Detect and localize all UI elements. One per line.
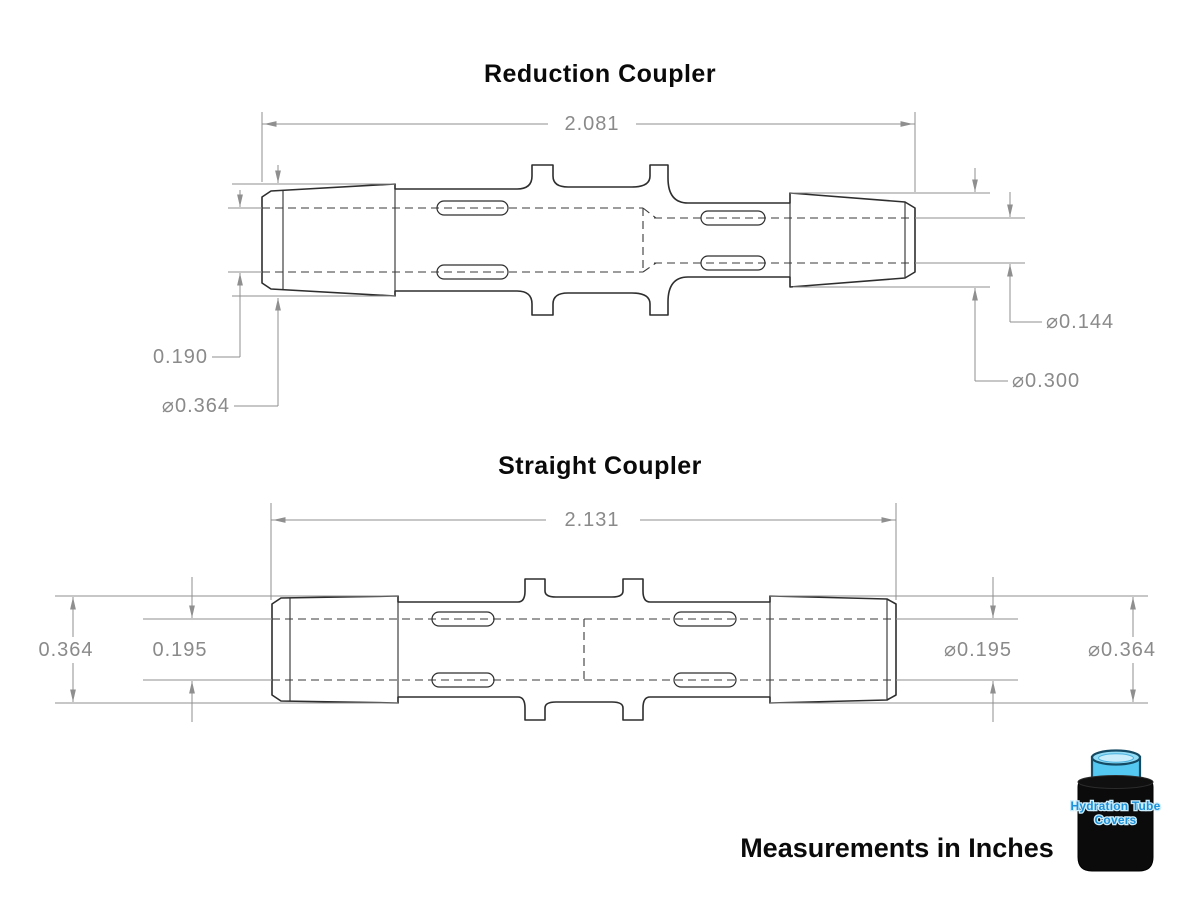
- reduction-overall-length-value: 2.081: [564, 113, 619, 135]
- reduction-left-dimensions: 0.190 ⌀0.364: [153, 165, 395, 417]
- reduction-left-outer-diameter-value: ⌀0.364: [162, 395, 230, 417]
- straight-right-outer-diameter-value: ⌀0.364: [1088, 639, 1156, 661]
- reduction-right-inner-diameter-value: ⌀0.144: [1046, 311, 1114, 333]
- straight-right-inner-diameter-value: ⌀0.195: [944, 639, 1012, 661]
- straight-overall-length-value: 2.131: [564, 509, 619, 531]
- straight-bore-hidden-lines: [272, 618, 896, 681]
- reduction-coupler-body: [261, 164, 916, 316]
- reduction-coupler-drawing: Reduction Coupler: [153, 60, 1114, 417]
- straight-coupler-body: [271, 578, 897, 721]
- logo-text-line2: Covers: [1095, 813, 1137, 827]
- reduction-coupler-outline: [261, 164, 916, 316]
- tube-cover-graphic: [1077, 775, 1154, 872]
- straight-right-dimensions: ⌀0.195 ⌀0.364: [770, 577, 1156, 722]
- reduction-bore-hidden-lines: [262, 207, 915, 273]
- reduction-right-dimensions: ⌀0.300 ⌀0.144: [790, 168, 1114, 392]
- reduction-barb-slots: [436, 200, 766, 280]
- brand-logo: Hydration Tube Covers: [1069, 749, 1162, 872]
- reduction-coupler-title: Reduction Coupler: [484, 60, 716, 88]
- straight-left-outer-diameter-value: 0.364: [38, 639, 93, 661]
- measurements-note: Measurements in Inches: [740, 833, 1054, 863]
- straight-coupler-title: Straight Coupler: [498, 452, 702, 480]
- straight-left-dimensions: 0.364 0.195: [38, 577, 398, 722]
- straight-coupler-drawing: Straight Coupler: [38, 452, 1156, 722]
- reduction-overall-dimension: 2.081: [261, 112, 916, 192]
- straight-left-inner-diameter-value: 0.195: [152, 639, 207, 661]
- logo-text-line1: Hydration Tube: [1071, 799, 1161, 813]
- reduction-right-outer-diameter-value: ⌀0.300: [1012, 370, 1080, 392]
- straight-overall-dimension: 2.131: [270, 503, 897, 600]
- reduction-left-inner-diameter-value: 0.190: [153, 346, 208, 368]
- straight-barb-slots: [431, 611, 737, 688]
